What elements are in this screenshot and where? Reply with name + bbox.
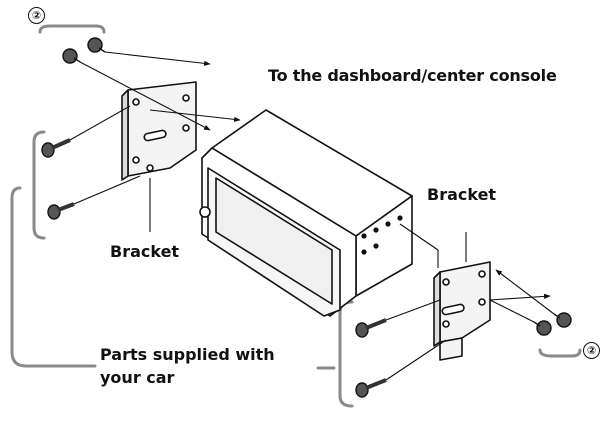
- screw-left-upper: [41, 138, 71, 158]
- grouping-bracket-br-screws: [538, 348, 582, 358]
- screw-right-upper: [355, 318, 387, 338]
- head-unit: [199, 109, 413, 317]
- screw-left-lower: [47, 202, 75, 220]
- grouping-bracket-right-screws: [338, 300, 354, 408]
- label-parts-line2: your car: [100, 368, 175, 387]
- label-bracket-left: Bracket: [110, 242, 180, 261]
- left-bracket: [121, 81, 197, 181]
- grouping-bracket-top-screws: [38, 24, 106, 34]
- screw-top-left-2: [87, 37, 106, 53]
- label-parts-supplied: Parts supplied with your car: [100, 343, 320, 389]
- right-bracket: [433, 261, 491, 361]
- screw-br-1: [533, 320, 552, 336]
- callout-2-bottom-right: ②: [583, 342, 600, 359]
- label-to-console: To the dashboard/center console: [268, 66, 557, 85]
- screw-right-lower: [355, 378, 387, 398]
- grouping-bracket-left-screws: [32, 130, 46, 240]
- screw-br-2: [553, 312, 572, 328]
- label-parts-line1: Parts supplied with: [100, 345, 275, 364]
- screw-top-left-1: [62, 48, 81, 64]
- grouping-bracket-parts: [10, 186, 97, 368]
- screws: [41, 37, 572, 398]
- label-bracket-right: Bracket: [427, 185, 497, 204]
- callout-2-top-left: ②: [28, 7, 45, 24]
- assembly-lines: [69, 51, 555, 381]
